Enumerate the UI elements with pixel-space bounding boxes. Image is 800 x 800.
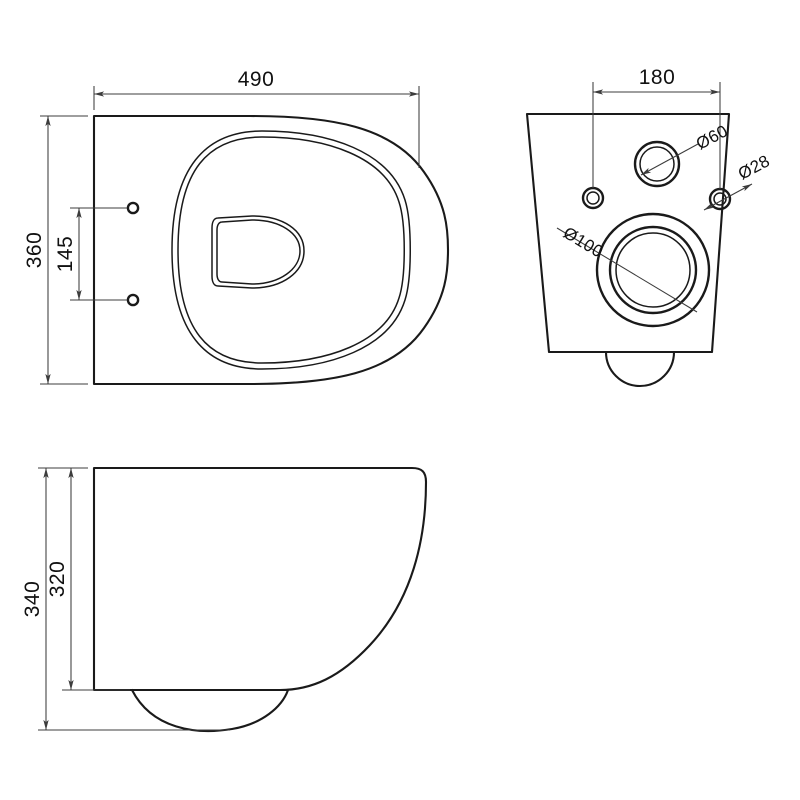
- bottom-bulge: [604, 350, 676, 388]
- flush-inlet-outer: [633, 140, 681, 188]
- waste-outlet-ring-inner: [615, 232, 691, 308]
- dim-label-145: 145: [54, 236, 77, 273]
- seat-inner-opening: [211, 215, 305, 289]
- flush-inlet-inner: [639, 146, 675, 182]
- leader-dia100: [556, 227, 698, 313]
- leader-dia28: [703, 183, 753, 211]
- seat-outline: [92, 114, 450, 386]
- side-view: 340 320: [21, 466, 428, 732]
- leader-dia60: [640, 143, 699, 176]
- dim-label-340: 340: [21, 581, 44, 618]
- waste-outlet-ring-middle: [608, 225, 698, 315]
- dim-label-320: 320: [46, 561, 69, 598]
- left-bolt-hole-inner: [586, 191, 600, 205]
- seat-rim-inner: [177, 136, 405, 364]
- dim-label-490: 490: [238, 68, 275, 91]
- side-profile: [92, 466, 428, 692]
- seat-inner-opening-lip: [216, 219, 301, 285]
- bolt-hole-lower: [126, 293, 140, 307]
- top-view: 490 360 145: [23, 68, 450, 386]
- back-body-outline: [525, 112, 731, 354]
- seat-rim: [171, 130, 411, 370]
- bolt-hole-upper: [126, 201, 140, 215]
- waste-outlet-ring-outer: [595, 212, 711, 328]
- dim-label-180: 180: [639, 66, 676, 89]
- dim-label-360: 360: [23, 232, 46, 269]
